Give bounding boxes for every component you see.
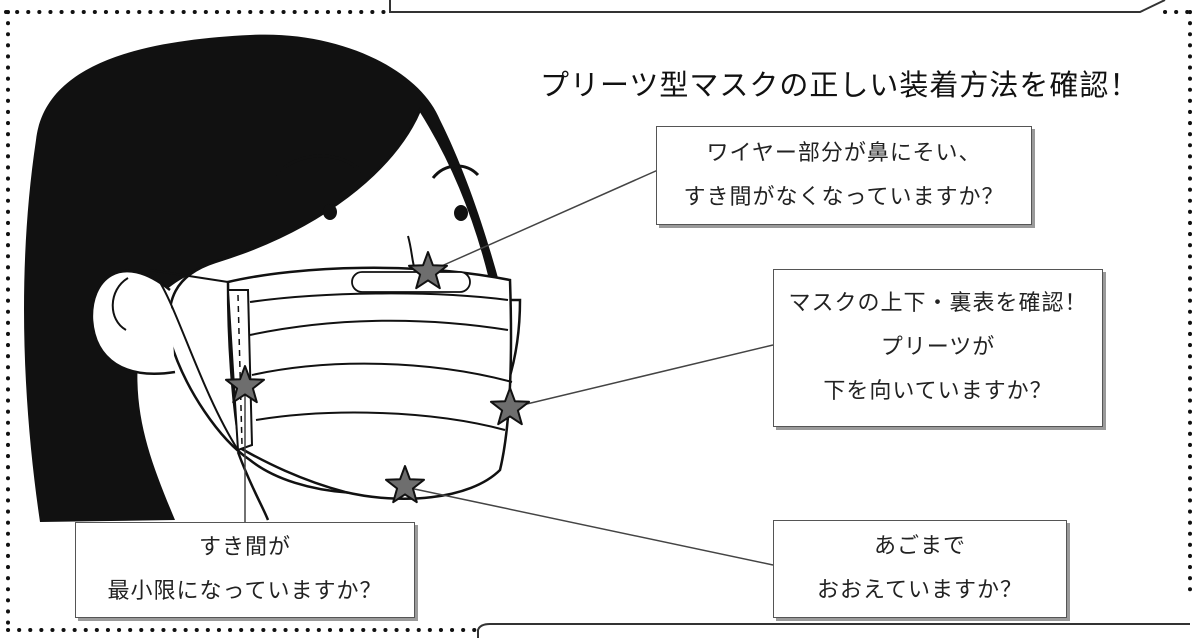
right-eyebrow <box>431 164 480 180</box>
mask-pleat-2 <box>251 362 513 383</box>
top-speech-bubble-edge <box>389 0 1166 13</box>
left-eye <box>323 204 337 220</box>
callout-line: 最小限になっていますか？ <box>107 579 383 604</box>
callout-line: ワイヤー部分が鼻にそい、 <box>706 140 982 166</box>
check-stars <box>225 251 530 504</box>
dotted-frame <box>4 10 1192 632</box>
callout-line: あごまで <box>873 534 966 559</box>
star-icon <box>408 251 448 290</box>
ear-inner <box>111 277 129 331</box>
leader-lines <box>244 169 774 566</box>
callout-chin: あごまで おおえていますか？ <box>773 520 1067 618</box>
ear-loop <box>154 274 239 451</box>
hair <box>24 34 501 523</box>
mask-top-hem <box>249 292 509 303</box>
callout-line: マスクの上下・裏表を確認！ <box>788 291 1088 316</box>
callout-line: プリーツが <box>880 335 996 360</box>
bottom-panel-edge <box>477 623 1190 638</box>
star-icon <box>490 387 530 426</box>
mask-pleat-1 <box>249 319 509 336</box>
callout-pleats: マスクの上下・裏表を確認！ プリーツが 下を向いていますか？ <box>773 269 1103 427</box>
callout-line: おおえていますか？ <box>817 578 1023 603</box>
star-icon <box>385 465 425 504</box>
callout-nose-wire: ワイヤー部分が鼻にそい、 すき間がなくなっていますか？ <box>656 126 1032 225</box>
callout-line: 下を向いていますか？ <box>823 379 1053 404</box>
left-eyebrow <box>273 154 364 177</box>
callout-line: すき間が <box>198 535 291 560</box>
right-eye <box>454 205 468 221</box>
ear <box>90 269 176 375</box>
page-title: プリーツ型マスクの正しい装着方法を確認！ <box>540 68 1140 102</box>
nose-wire <box>351 271 471 293</box>
mask-side-stitch <box>237 294 243 446</box>
star-icon <box>225 365 265 404</box>
callout-gap: すき間が 最小限になっていますか？ <box>75 522 415 618</box>
ear-loop-upper <box>149 269 229 283</box>
neck-line <box>236 451 270 521</box>
callout-line: すき間がなくなっていますか？ <box>683 184 1005 210</box>
mask <box>226 266 513 500</box>
mask-pleat-3 <box>255 411 506 431</box>
